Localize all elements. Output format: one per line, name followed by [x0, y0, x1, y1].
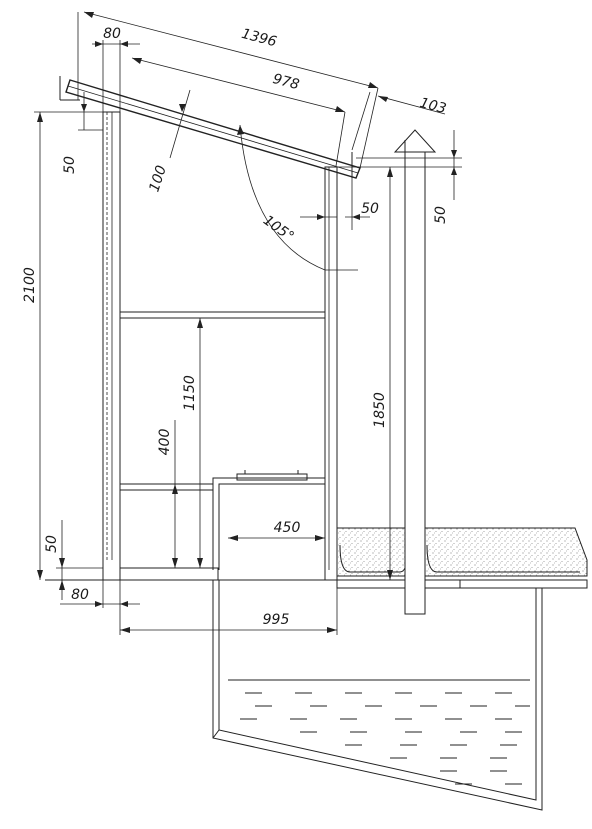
soil-bed-right — [424, 527, 588, 577]
vent-cap — [393, 129, 437, 153]
dim-roof-inner-length: 978 — [271, 71, 301, 93]
roof-slab — [65, 79, 361, 179]
dim-seat-depth: 450 — [274, 520, 301, 536]
dim-roof-edge-left: 50 — [62, 156, 78, 174]
vent-pipe — [404, 151, 426, 615]
dim-roof-length: 1396 — [240, 26, 279, 50]
dim-vent-height: 50 — [433, 206, 449, 224]
floor — [119, 567, 219, 581]
back-wall — [102, 111, 121, 581]
structure — [45, 76, 588, 811]
pit-liquid — [228, 679, 530, 785]
dim-step-height: 400 — [157, 429, 173, 456]
front-wall — [324, 166, 338, 581]
dim-vent-pipe-height: 1850 — [372, 392, 388, 428]
dim-floor-depth: 995 — [263, 612, 290, 628]
seat-box — [212, 477, 325, 570]
soil-bed-left — [336, 527, 411, 577]
dim-roof-overhang-right: 103 — [418, 95, 448, 117]
dim-floor-thickness: 50 — [44, 535, 60, 553]
dim-total-height: 2100 — [22, 267, 38, 303]
dim-vent-offset: 50 — [361, 201, 379, 217]
dim-roof-thickness: 100 — [146, 164, 170, 194]
dim-wall-offset: 80 — [71, 587, 89, 603]
pit-wall — [212, 580, 543, 811]
dim-roof-overhang-left: 80 — [103, 26, 121, 42]
dimension-lines — [34, 11, 462, 635]
dim-seat-height: 1150 — [182, 375, 198, 411]
dimension-labels: 1396 80 978 103 100 50 105° 50 50 2100 1… — [22, 26, 449, 628]
toilet-seat — [236, 473, 308, 481]
dim-roof-angle: 105° — [260, 212, 297, 245]
ground-slab — [336, 579, 588, 589]
